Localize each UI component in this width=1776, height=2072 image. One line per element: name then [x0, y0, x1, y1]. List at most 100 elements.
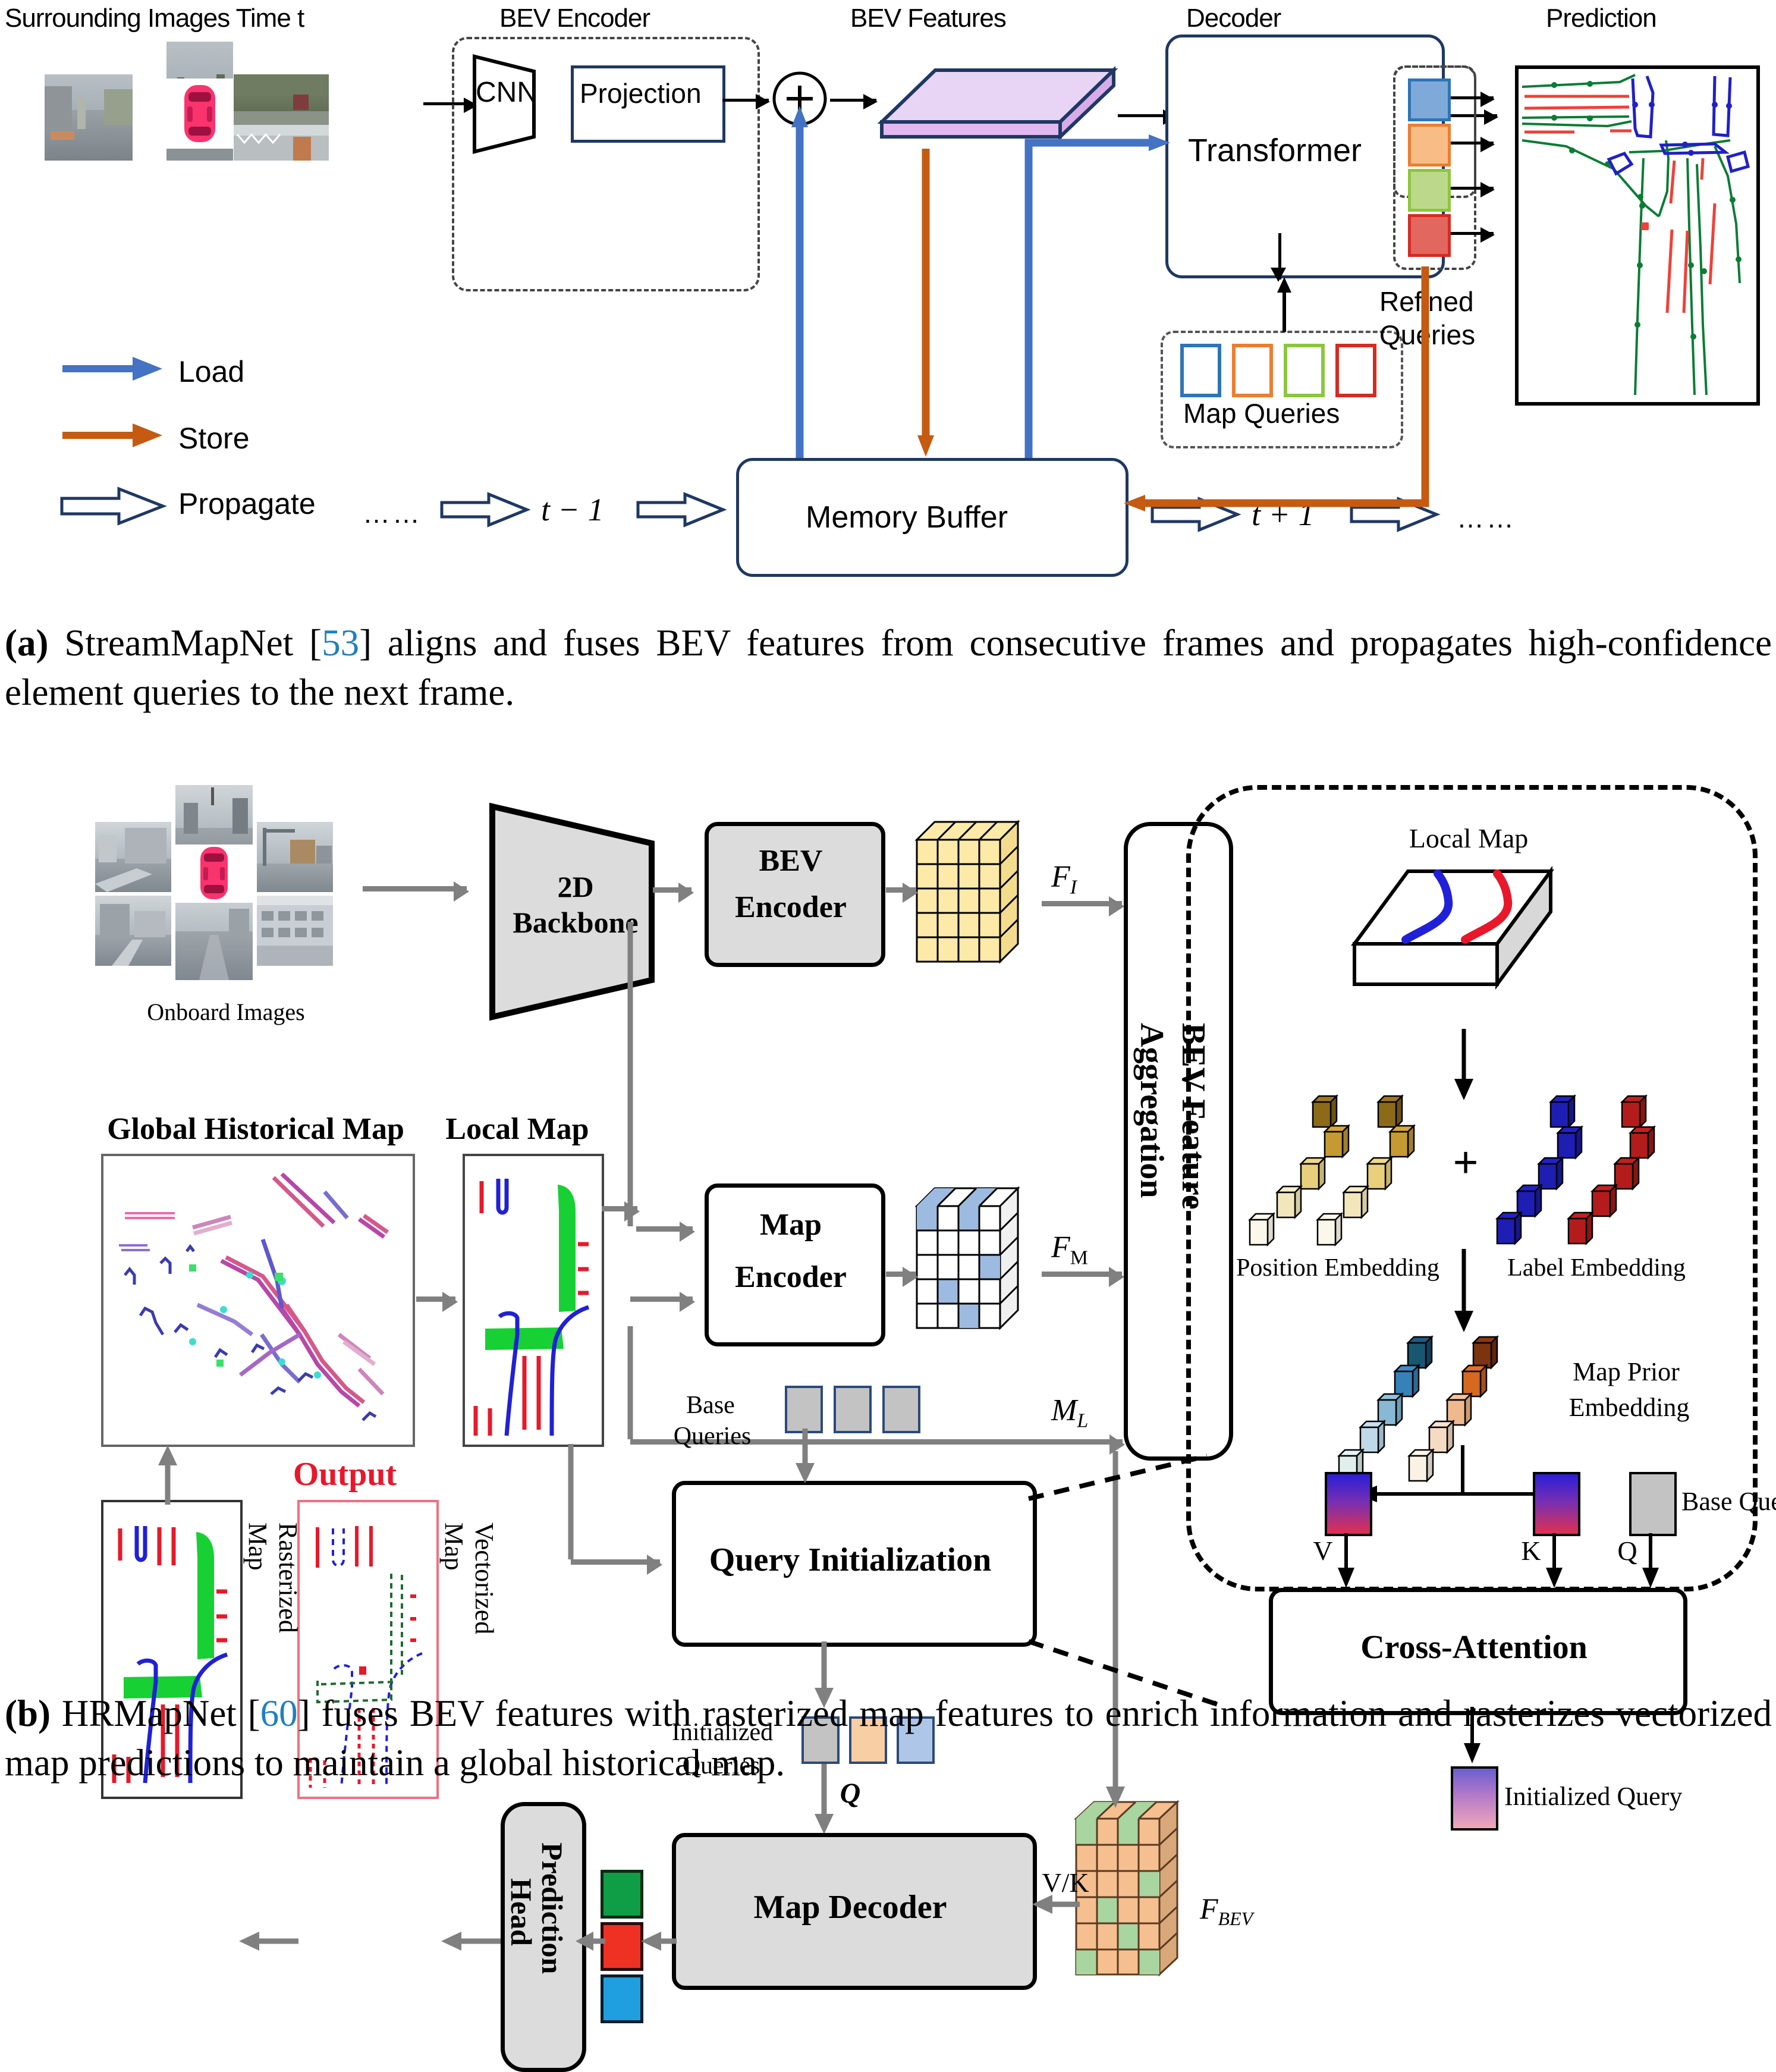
bev-encoder-container — [452, 37, 760, 291]
arrow-backbone-to-mapenc — [636, 1222, 695, 1242]
arrow-global-to-local — [416, 1292, 458, 1312]
map-query-swatch-red — [1335, 344, 1376, 397]
class-swatch-blue — [601, 1974, 643, 2023]
position-embedding-cubes — [1237, 1091, 1439, 1247]
map-decoder-label: Map Decoder — [753, 1889, 947, 1926]
local-map-panel — [463, 1154, 604, 1447]
arrow-mapqueries-up — [1277, 277, 1291, 332]
map-encoder-label-2: Encoder — [735, 1260, 847, 1294]
transformer-label: Transformer — [1188, 133, 1362, 168]
initialized-queries-label-2: Queries — [682, 1752, 760, 1779]
legend-propagate-label: Propagate — [178, 487, 316, 520]
global-historical-map-panel — [101, 1154, 415, 1447]
arrow-crossattn-to-initquery — [1464, 1707, 1480, 1763]
legend-store — [62, 423, 164, 447]
f-bev-base: F — [1200, 1892, 1218, 1925]
f-i-symbol: FI — [1051, 859, 1077, 899]
f-i-base: F — [1051, 860, 1070, 894]
header-bev-features: BEV Features — [850, 4, 1007, 33]
f-i-sub: I — [1070, 876, 1077, 899]
rasterized-map-label: Rasterized Map — [243, 1522, 303, 1633]
timeline-arrow-next-out — [1350, 497, 1441, 532]
output-title: Output — [293, 1456, 397, 1493]
backbone-label-2: Backbone — [513, 906, 639, 939]
caption-a-prefix: (a) — [5, 622, 49, 664]
init-query-swatch-blue — [897, 1716, 935, 1764]
refined-query-green — [1408, 169, 1451, 212]
map-query-swatch-orange — [1232, 344, 1273, 397]
map-prior-label-1: Map Prior — [1573, 1357, 1680, 1386]
arrow-fi-to-agg — [1042, 896, 1124, 916]
class-swatch-green — [601, 1870, 643, 1919]
query-initialization-box — [672, 1481, 1037, 1647]
local-map-title: Local Map — [445, 1112, 589, 1146]
arrow-vector-to-raster — [239, 1932, 298, 1951]
projection-box — [571, 65, 725, 143]
arrow-agg-to-fbev — [1106, 1451, 1125, 1808]
arrow-mapenc-to-fm — [886, 1267, 918, 1287]
base-queries-swatches — [785, 1386, 933, 1433]
caption-b-prefix: (b) — [5, 1693, 51, 1734]
f-m-symbol: FM — [1051, 1230, 1088, 1269]
base-queries-label-1: Base — [686, 1392, 735, 1419]
label-embedding-label: Label Embedding — [1507, 1254, 1686, 1282]
bev-encoder-box-b — [705, 822, 885, 967]
initialized-queries-swatches — [801, 1716, 950, 1764]
m-l-sub: L — [1077, 1409, 1089, 1432]
arrow-bevenc-to-fi — [886, 883, 918, 903]
timeline-right-dots: …… — [1457, 503, 1516, 533]
arrow-mapqueries-to-transformer — [1278, 233, 1281, 280]
caption-b-ref[interactable]: 60 — [260, 1693, 298, 1734]
caption-b-text2: ] fuses BEV features with rasterized map… — [5, 1693, 1772, 1784]
query-initialization-label: Query Initialization — [709, 1541, 992, 1578]
caption-b: (b) HRMapNet [60] fuses BEV features wit… — [5, 1689, 1772, 1788]
map-queries-swatches — [1180, 344, 1376, 397]
backbone-label-1: 2D — [557, 870, 594, 903]
cross-attention-box — [1269, 1588, 1687, 1715]
vectorized-map-panel — [297, 1500, 439, 1799]
global-historical-map-title: Global Historical Map — [107, 1112, 404, 1146]
base-queries-label-2: Queries — [673, 1423, 752, 1450]
map-encoder-label-1: Map — [760, 1207, 822, 1242]
timeline-left-dots: …… — [363, 498, 422, 529]
bev-feature-aggregation-box — [1124, 822, 1233, 1461]
caption-a-text1: StreamMapNet [ — [48, 622, 322, 664]
arrow-raster-to-global — [158, 1445, 177, 1505]
arrow-images-to-backbone — [363, 881, 469, 902]
base-query-detail-label: Base Query — [1681, 1486, 1776, 1516]
arrow-local-to-agg-top — [602, 1201, 640, 1222]
v-gradient-box — [1325, 1472, 1372, 1536]
base-query-gradient-box — [1629, 1472, 1677, 1536]
timeline-prev-label: t − 1 — [541, 492, 604, 528]
cnn-label: CNN — [476, 77, 537, 108]
caption-a: (a) StreamMapNet [53] aligns and fuses B… — [5, 619, 1772, 717]
map-query-swatch-green — [1284, 344, 1325, 397]
refined-queries-label-1: Refined — [1379, 286, 1474, 317]
memory-buffer-box — [736, 458, 1129, 577]
v-symbol: V — [1313, 1535, 1333, 1566]
legend-load-label: Load — [178, 355, 245, 388]
map-query-swatch-blue — [1180, 344, 1221, 397]
arrow-v-to-crossattn — [1338, 1533, 1354, 1588]
f-m-sub: M — [1070, 1247, 1088, 1269]
legend-propagate — [59, 486, 167, 526]
q-symbol-detail: Q — [1617, 1535, 1637, 1566]
timeline-arrow-prev-out — [636, 492, 727, 528]
backbone-trapezoid — [486, 802, 665, 1022]
caption-a-ref[interactable]: 53 — [322, 622, 360, 664]
init-query-swatch-peach — [849, 1716, 887, 1764]
map-queries-label: Map Queries — [1183, 398, 1340, 429]
onboard-images-label: Onboard Images — [147, 998, 305, 1025]
vectorized-map-label: Vectorized Map — [439, 1522, 499, 1635]
base-query-swatch-3 — [882, 1386, 920, 1433]
arrow-slab-to-embeddings — [1454, 1029, 1473, 1100]
initialized-queries-label-1: Initialized — [671, 1719, 774, 1746]
bev-encoder-label-b1: BEV — [759, 843, 823, 878]
f-bev-symbol: FBEV — [1200, 1891, 1253, 1930]
map-encoder-box — [705, 1183, 885, 1346]
arrow-fm-to-agg — [1042, 1267, 1124, 1287]
local-map-detail-label: Local Map — [1409, 822, 1529, 853]
projection-label: Projection — [580, 78, 702, 109]
header-bev-encoder: BEV Encoder — [499, 4, 650, 33]
header-decoder: Decoder — [1186, 4, 1281, 33]
